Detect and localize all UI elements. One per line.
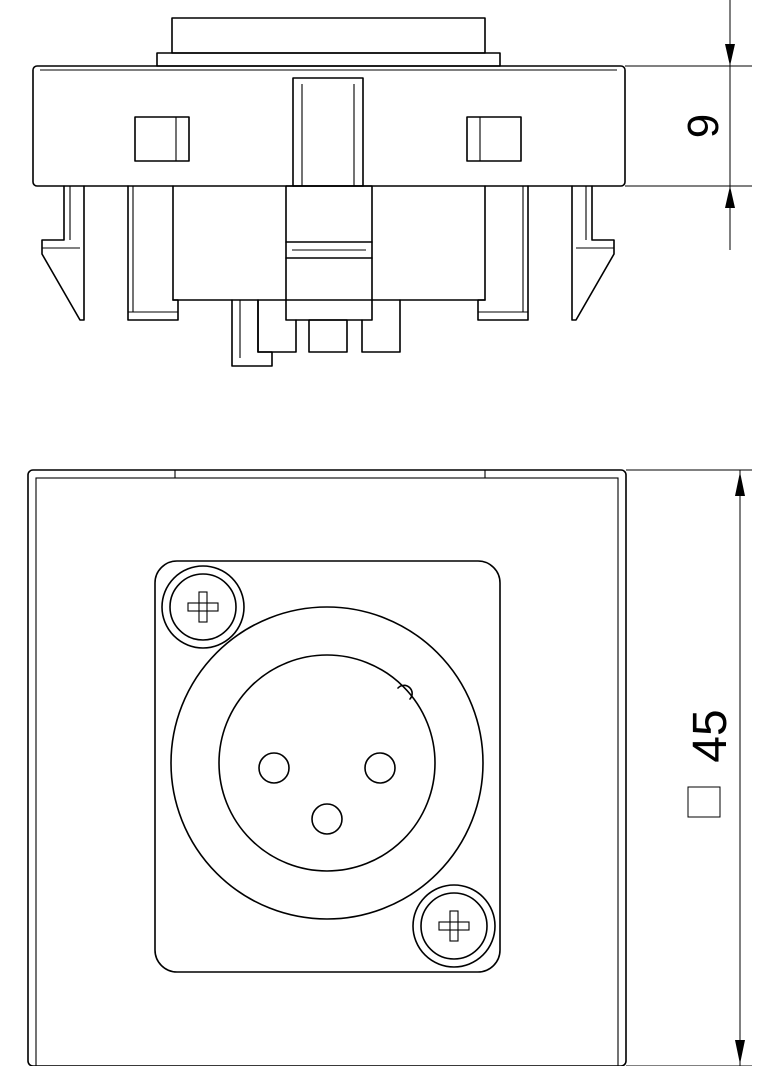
front-view: 45: [27, 469, 752, 1066]
inner-frame: [35, 477, 619, 1066]
outer-frame: [27, 469, 627, 1066]
connector-plate: [154, 560, 501, 973]
left-window: [134, 116, 190, 162]
top-flange: [156, 52, 501, 67]
latch-notch: [397, 684, 413, 700]
right-clip: [571, 185, 615, 321]
dimension-square: 45: [626, 469, 752, 1066]
xlr-socket: [170, 606, 484, 920]
top-boss: [171, 17, 486, 54]
dimension-height: 9: [625, 0, 752, 250]
arrow-down-icon: [725, 44, 735, 66]
solder-pins: [231, 299, 401, 367]
pin-hole-1: [258, 752, 290, 784]
right-leg: [477, 185, 529, 321]
side-view: 9: [32, 0, 752, 367]
right-window: [466, 116, 522, 162]
left-leg: [127, 185, 179, 321]
screw-top-left: [161, 565, 245, 649]
dimension-height-label: 9: [679, 114, 728, 138]
square-symbol-icon: [687, 786, 721, 818]
left-clip: [41, 185, 85, 321]
dimension-square-label: 45: [684, 709, 737, 762]
phillips-icon: [438, 910, 470, 942]
arrow-up-icon: [735, 472, 745, 496]
screw-bottom-right: [412, 884, 496, 968]
main-body: [32, 65, 626, 187]
arrow-down-icon: [735, 1040, 745, 1064]
center-channel: [292, 77, 364, 187]
pin-hole-2: [364, 752, 396, 784]
phillips-icon: [187, 591, 219, 623]
pin-hole-3: [311, 803, 343, 835]
inner-housing: [172, 185, 486, 321]
arrow-up-icon: [725, 186, 735, 208]
